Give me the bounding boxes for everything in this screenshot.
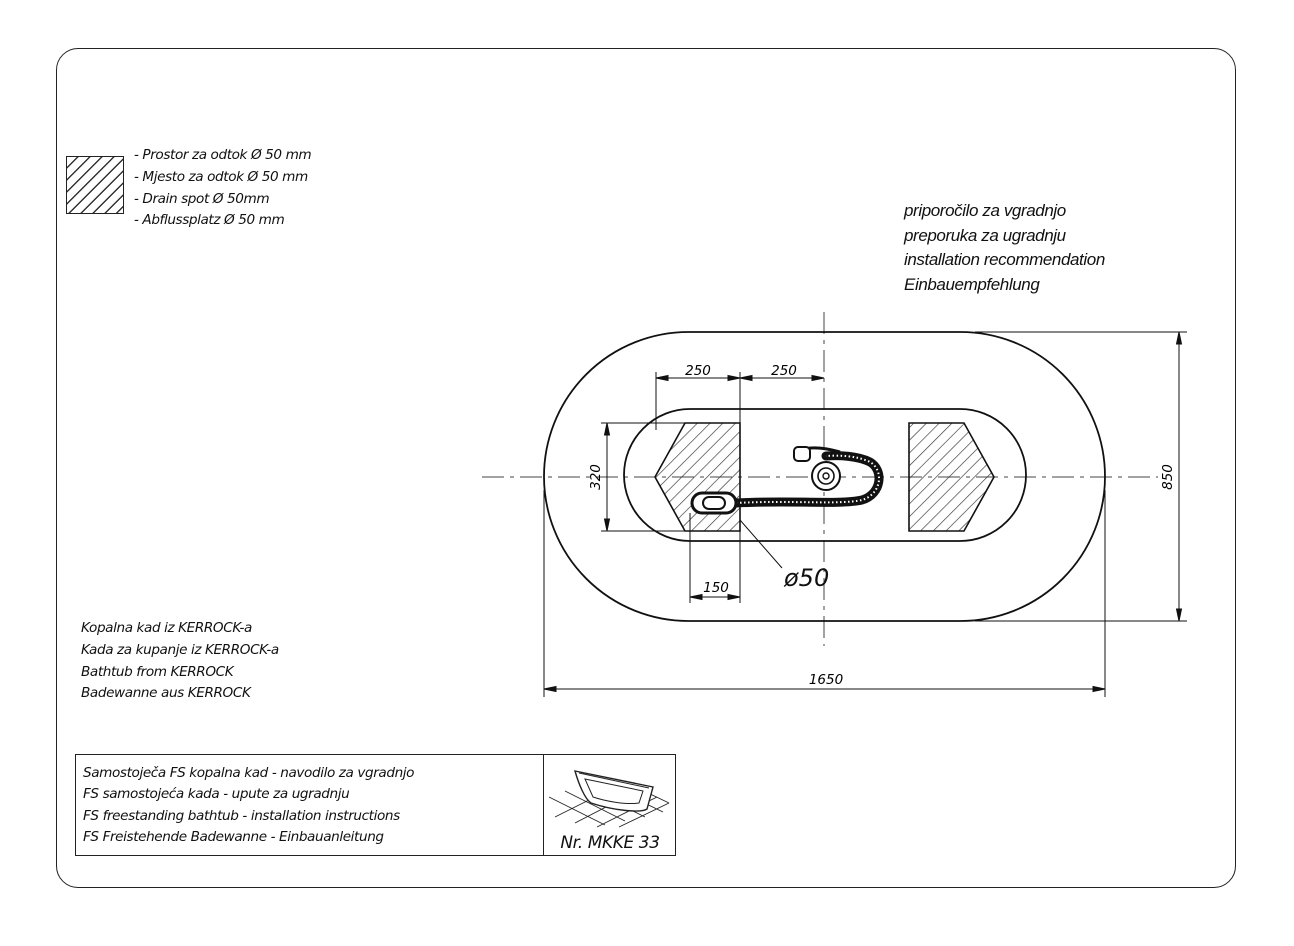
- title-line: FS Freistehende Badewanne - Einbauanleit…: [83, 829, 384, 846]
- title-block: Samostoječa FS kopalna kad - navodilo za…: [75, 754, 676, 856]
- dim-length: 1650: [809, 672, 843, 688]
- dim-drain-diameter: ø50: [783, 564, 829, 592]
- recommendation-text: priporočilo za vgradnjo preporuka za ugr…: [904, 199, 1105, 297]
- title-line: Samostoječa FS kopalna kad - navodilo za…: [83, 765, 415, 781]
- document-number: Nr. MKKE 33: [560, 833, 660, 853]
- product-text: Kopalna kad iz KERROCK-a Kada za kupanje…: [81, 618, 279, 705]
- legend-text: - Prostor za odtok Ø 50 mm - Mjesto za o…: [134, 145, 312, 232]
- legend-line: - Prostor za odtok Ø 50 mm: [134, 147, 312, 163]
- legend-line: - Abflussplatz Ø 50 mm: [134, 212, 285, 229]
- legend-line: - Mjesto za odtok Ø 50 mm: [134, 168, 308, 185]
- drain-zone-right: [908, 422, 995, 532]
- dim-width: 850: [1160, 464, 1176, 490]
- dim-drain-offset: 150: [703, 580, 729, 596]
- recommendation-line: Einbauempfehlung: [904, 274, 1040, 294]
- product-line: Kopalna kad iz KERROCK-a: [81, 620, 252, 636]
- dimension-lines: [543, 331, 1187, 697]
- tub-inner-outline: [623, 408, 1027, 542]
- recommendation-line: installation recommendation: [904, 250, 1105, 269]
- title-line: FS samostojeća kada - upute za ugradnju: [83, 786, 350, 803]
- legend-line: - Drain spot Ø 50mm: [134, 190, 270, 207]
- title-line: FS freestanding bathtub - installation i…: [83, 807, 400, 824]
- bathtub-icon: [548, 770, 670, 828]
- tub-outer-outline: [543, 331, 1106, 622]
- dim-offset-right: 250: [771, 363, 797, 379]
- dim-inner-height: 320: [588, 464, 604, 490]
- title-text: Samostoječa FS kopalna kad - navodilo za…: [83, 763, 415, 849]
- product-line: Badewanne aus KERROCK: [81, 685, 251, 702]
- drawing-frame: [56, 48, 1236, 888]
- title-block-divider: [543, 755, 544, 855]
- recommendation-line: priporočilo za vgradnjo: [904, 201, 1066, 220]
- drain-zone-left: [654, 422, 741, 532]
- drain-hose-icon: [690, 446, 884, 515]
- hatched-square-icon: [66, 156, 124, 214]
- recommendation-line: preporuka za ugradnju: [904, 225, 1066, 245]
- dim-offset-left: 250: [685, 363, 711, 379]
- product-line: Bathtub from KERROCK: [81, 663, 234, 680]
- product-line: Kada za kupanje iz KERROCK-a: [81, 641, 279, 658]
